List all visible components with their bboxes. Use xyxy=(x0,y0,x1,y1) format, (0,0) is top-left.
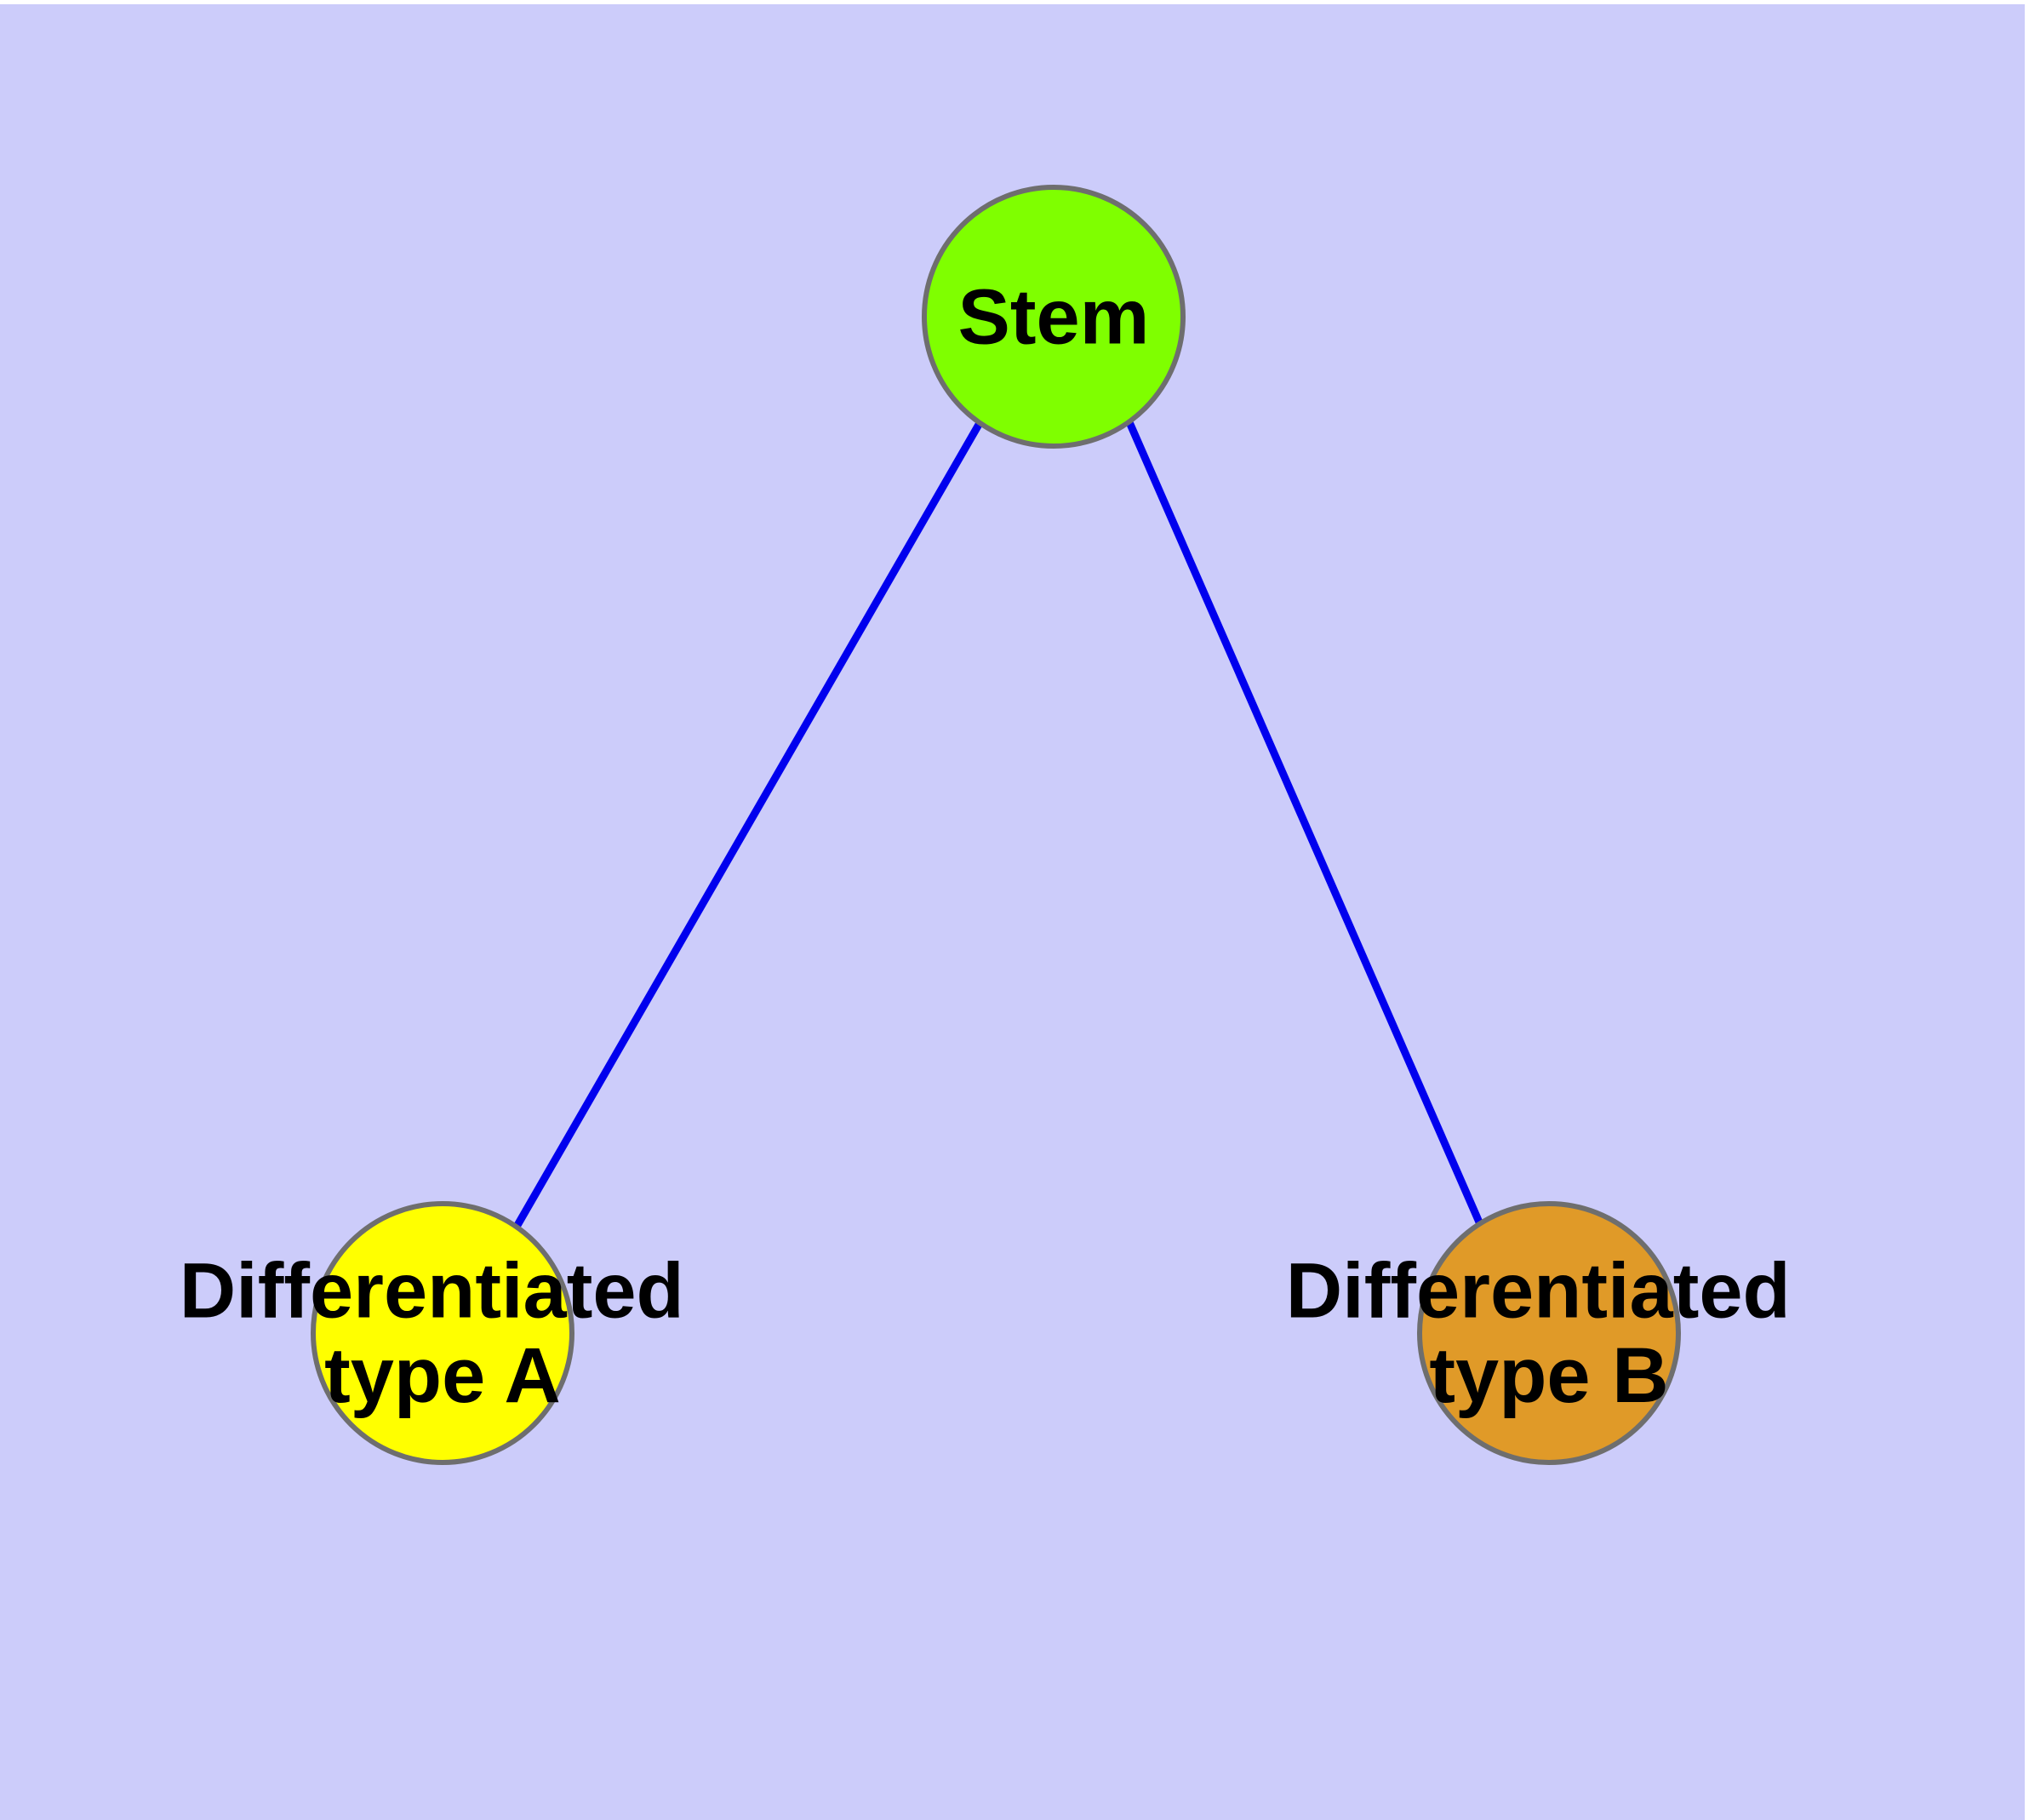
node-differentiated-type-a-circle[interactable] xyxy=(311,1201,574,1465)
node-differentiated-type-a-label-line-1: Differentiated xyxy=(180,1248,684,1335)
node-differentiated-type-a-label: Differentiated type A xyxy=(180,1248,706,1419)
label-layer: Stem Differentiated type A Differentiate… xyxy=(180,273,1813,1419)
edge-stem-to-differentiated-type-b[interactable] xyxy=(1125,421,1484,1226)
node-stem-label-line-1: Stem xyxy=(958,273,1150,360)
node-differentiated-type-a-label-line-2: type A xyxy=(324,1332,561,1419)
node-differentiated-type-b[interactable] xyxy=(1417,1201,1681,1465)
node-differentiated-type-b-label-line-2: type B xyxy=(1429,1332,1668,1419)
node-differentiated-type-b-label-line-1: Differentiated xyxy=(1286,1248,1791,1335)
edge-stem-to-differentiated-type-a[interactable] xyxy=(513,421,983,1229)
node-stem-circle[interactable] xyxy=(922,185,1186,449)
node-stem[interactable] xyxy=(922,185,1186,449)
node-layer xyxy=(311,185,1681,1465)
node-stem-label: Stem xyxy=(958,273,1150,360)
node-differentiated-type-b-label: Differentiated type B xyxy=(1286,1248,1813,1419)
node-differentiated-type-b-circle[interactable] xyxy=(1417,1201,1681,1465)
edge-layer xyxy=(513,421,1484,1229)
node-differentiated-type-a[interactable] xyxy=(311,1201,574,1465)
